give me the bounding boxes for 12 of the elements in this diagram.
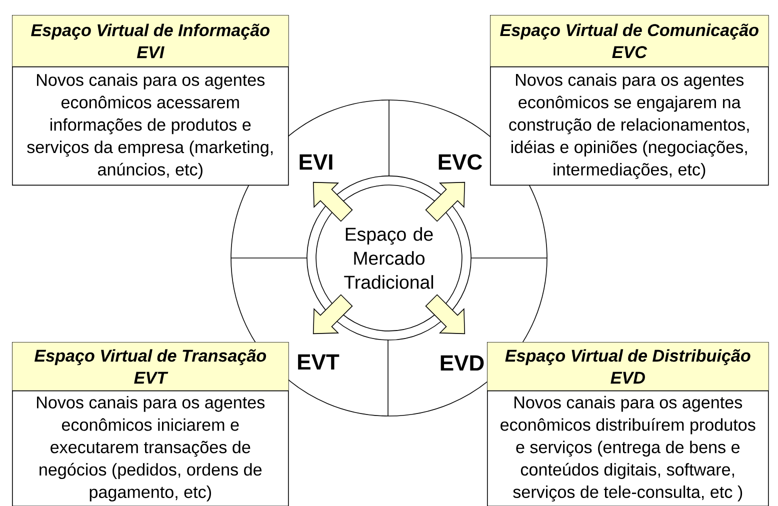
block-arrow <box>312 182 353 222</box>
text-box: Espaço Virtual de Informação EVI Novos canais para os agentes econômicos acessarem informações de produtos e serviços da empresa (marketing, anúncios, etc) <box>12 15 289 186</box>
text-box: Espaço Virtual de Transação EVT Novos canais para os agentes econômicos iniciarem e executarem transações de negócios (pedidos, ordens de pagamento, etc) <box>12 342 289 506</box>
quadrant-label: EVD <box>440 355 484 371</box>
block-arrow <box>425 182 466 222</box>
quadrant-label: EVC <box>438 154 482 170</box>
block-arrow <box>425 294 466 334</box>
quadrant-label: EVT <box>298 354 340 370</box>
block-arrow <box>312 294 353 334</box>
quadrant-label: EVI <box>300 154 332 170</box>
text-box: Espaço Virtual de Comunicação EVC Novos canais para os agentes econômicos se engajarem na construção de relacionamentos, idéias e opiniões (negociações, intermediações, etc) <box>490 15 769 186</box>
text-box: Espaço Virtual de Distribuição EVD Novos canais para os agentes econômicos distribuírem produtos e serviços (entrega de bens e conteúdos digitais, software, serviços de tele-consulta, etc ) <box>487 342 769 506</box>
